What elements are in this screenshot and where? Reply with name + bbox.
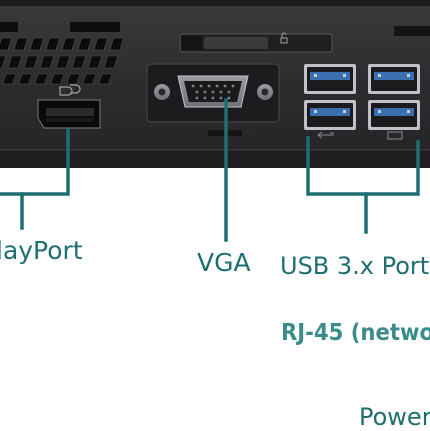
rj45-label: RJ-45 (netwo [281, 322, 430, 345]
usb-ports-label: USB 3.x Ports [280, 254, 430, 278]
usb-port-bottom-left [304, 100, 356, 130]
vga-label: VGA [197, 250, 251, 275]
panel-slot [394, 26, 430, 36]
vga-port [147, 64, 279, 122]
displayport-port [38, 100, 100, 128]
usb-port-bottom-right [368, 100, 420, 130]
displayport-label: layPort [0, 238, 83, 263]
power-label: Power [359, 405, 430, 429]
security-slider [180, 34, 332, 52]
usb-port-top-right [368, 64, 420, 94]
usb-port-top-left [304, 64, 356, 94]
